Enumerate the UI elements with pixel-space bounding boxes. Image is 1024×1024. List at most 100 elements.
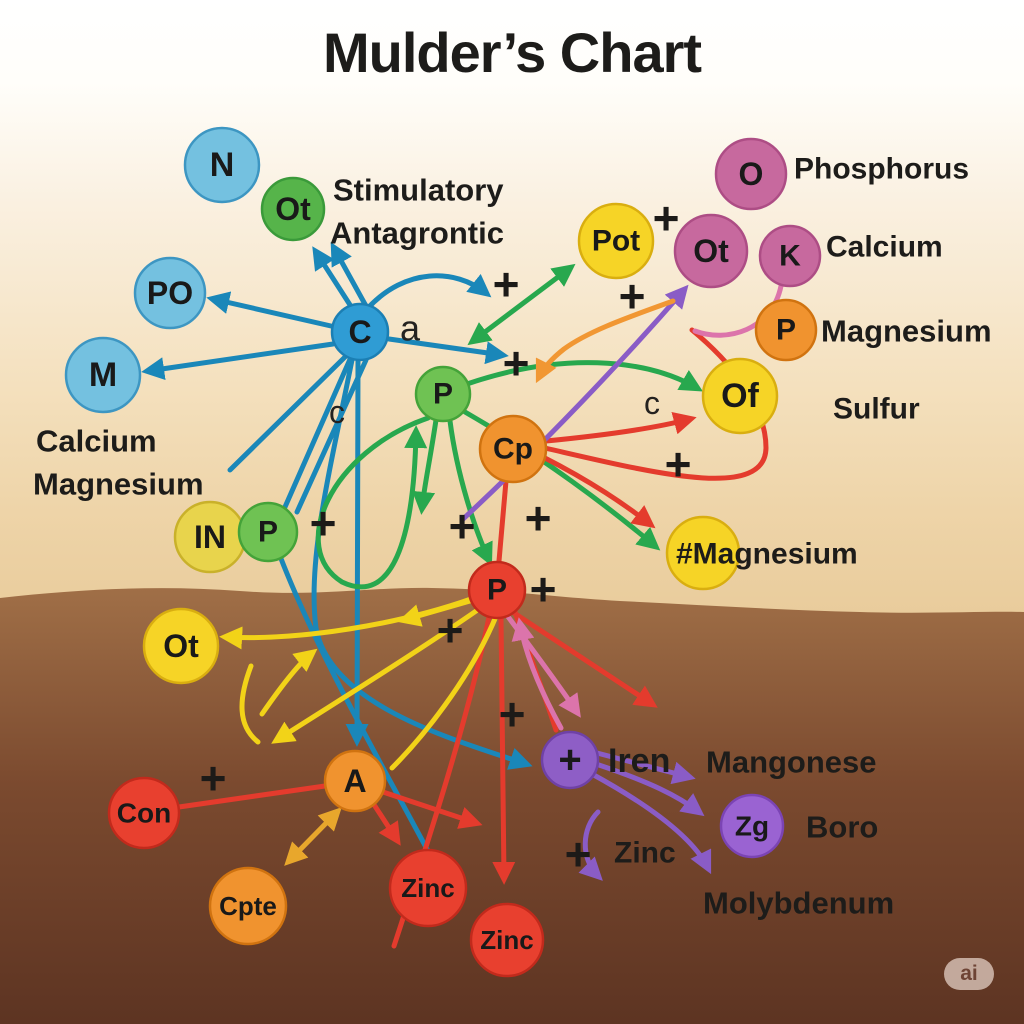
node-cpte: Cpte: [208, 866, 288, 946]
node-k-label: K: [779, 240, 801, 273]
label-magnesium-r: Magnesium: [821, 314, 992, 349]
node-cp-label: Cp: [493, 433, 533, 466]
label-molybdenum: Molybdenum: [703, 886, 894, 921]
arrow-gold-44: [284, 807, 342, 866]
arrow-purple-32: [459, 284, 689, 523]
plus-mark-8: +: [530, 563, 557, 615]
node-p-orange: P: [754, 298, 818, 362]
arrow-purple-35: [589, 771, 712, 875]
node-o: O: [714, 137, 788, 211]
connector-letter-c-1: c: [329, 394, 345, 430]
plus-mark-11: +: [200, 752, 227, 804]
arrow-orange-37: [535, 298, 676, 384]
node-zg: Zg: [719, 793, 785, 859]
arrow-purple-33: [594, 750, 696, 785]
arrow-red-18: [543, 412, 697, 444]
plus-mark-6: +: [525, 492, 552, 544]
plus-mark-3: +: [503, 337, 530, 389]
arrow-yellow-43: [389, 611, 500, 771]
label-mangonese: Mangonese: [706, 745, 877, 780]
label-sulfur: Sulfur: [833, 393, 920, 426]
arrow-blue-11: [227, 354, 348, 473]
ai-watermark-badge: ai: [944, 958, 994, 990]
node-cp: Cp: [478, 414, 548, 484]
node-ot-yellow-label: Ot: [163, 628, 199, 664]
node-m-label: M: [89, 356, 117, 394]
arrow-red-19: [540, 454, 656, 529]
arrow-green-12: [467, 263, 576, 346]
node-ot-yellow: Ot: [142, 607, 220, 685]
arrow-purple-36: [578, 809, 603, 881]
node-k: K: [758, 224, 822, 288]
node-con-circle: [107, 776, 181, 850]
node-plus-node: +: [540, 730, 600, 790]
node-m: M: [64, 336, 142, 414]
node-pot: Pot: [577, 202, 655, 280]
arrow-blue-4: [365, 273, 492, 311]
connector-letter-a-0: a: [400, 308, 421, 349]
arrow-green-17: [315, 415, 431, 590]
label-phosphorus: Phosphorus: [794, 153, 969, 186]
node-of-label: Of: [721, 377, 759, 415]
node-p-orange-label: P: [776, 314, 796, 347]
plus-mark-0: +: [493, 258, 520, 310]
node-n: N: [183, 126, 261, 204]
node-a: A: [323, 749, 387, 813]
plus-mark-1: +: [653, 192, 680, 244]
node-po-circle: [133, 256, 207, 330]
plus-mark-5: +: [449, 500, 476, 552]
arrow-red-21: [496, 478, 509, 564]
node-zinc1: Zinc: [388, 848, 468, 928]
arrow-red-26: [176, 783, 328, 810]
node-p-green2: P: [237, 501, 299, 563]
node-n-label: N: [210, 146, 235, 184]
node-in-label: IN: [194, 519, 226, 555]
node-m-circle: [64, 336, 142, 414]
node-cpte-circle: [208, 866, 288, 946]
node-zinc1-label: Zinc: [401, 873, 454, 903]
node-o-circle: [714, 137, 788, 211]
node-zg-circle: [719, 793, 785, 859]
plus-mark-4: +: [665, 438, 692, 490]
arrow-blue-8: [282, 354, 354, 510]
arrow-blue-10: [277, 553, 440, 871]
label-zinc-text: Zinc: [614, 837, 676, 870]
node-zinc2-circle: [469, 902, 545, 978]
node-zinc2: Zinc: [469, 902, 545, 978]
page-title: Mulder’s Chart: [322, 21, 702, 84]
node-plus-node-label: +: [558, 738, 581, 782]
arrow-green-16: [412, 417, 439, 515]
label-hash-magnesium: #Magnesium: [676, 538, 858, 571]
node-of: Of: [701, 357, 779, 435]
node-p-red: P: [467, 560, 527, 620]
arrow-yellow-40: [271, 606, 482, 744]
node-k-circle: [758, 224, 822, 288]
node-ot-pink-circle: [673, 213, 749, 289]
node-p-orange-circle: [754, 298, 818, 362]
node-c-label: C: [348, 314, 371, 350]
node-cp-circle: [478, 414, 548, 484]
arrow-blue-7: [311, 357, 533, 770]
arrow-blue-2: [206, 291, 334, 329]
node-ot-green-label: Ot: [275, 191, 311, 227]
plus-mark-7: +: [310, 497, 337, 549]
node-p-green: P: [414, 365, 472, 423]
arrow-blue-0: [312, 246, 355, 311]
plus-mark-9: +: [437, 604, 464, 656]
node-p-green-label: P: [433, 378, 453, 411]
arrow-blue-5: [386, 336, 509, 365]
node-p-red-label: P: [487, 574, 507, 607]
arrow-yellow-41: [259, 648, 318, 717]
node-ot-pink-label: Ot: [693, 233, 729, 269]
node-plus-node-circle: [540, 730, 600, 790]
label-magnesium-l: Magnesium: [33, 467, 204, 502]
arrow-blue-3: [141, 341, 336, 381]
connector-letter-c-2: c: [644, 385, 660, 421]
arrow-yellow-42: [239, 663, 261, 745]
node-po-label: PO: [147, 275, 193, 311]
label-calcium-r: Calcium: [826, 231, 943, 264]
node-cpte-label: Cpte: [219, 891, 277, 921]
node-con-label: Con: [117, 798, 171, 829]
node-ot-pink: Ot: [673, 213, 749, 289]
node-mag-node: [665, 515, 741, 591]
